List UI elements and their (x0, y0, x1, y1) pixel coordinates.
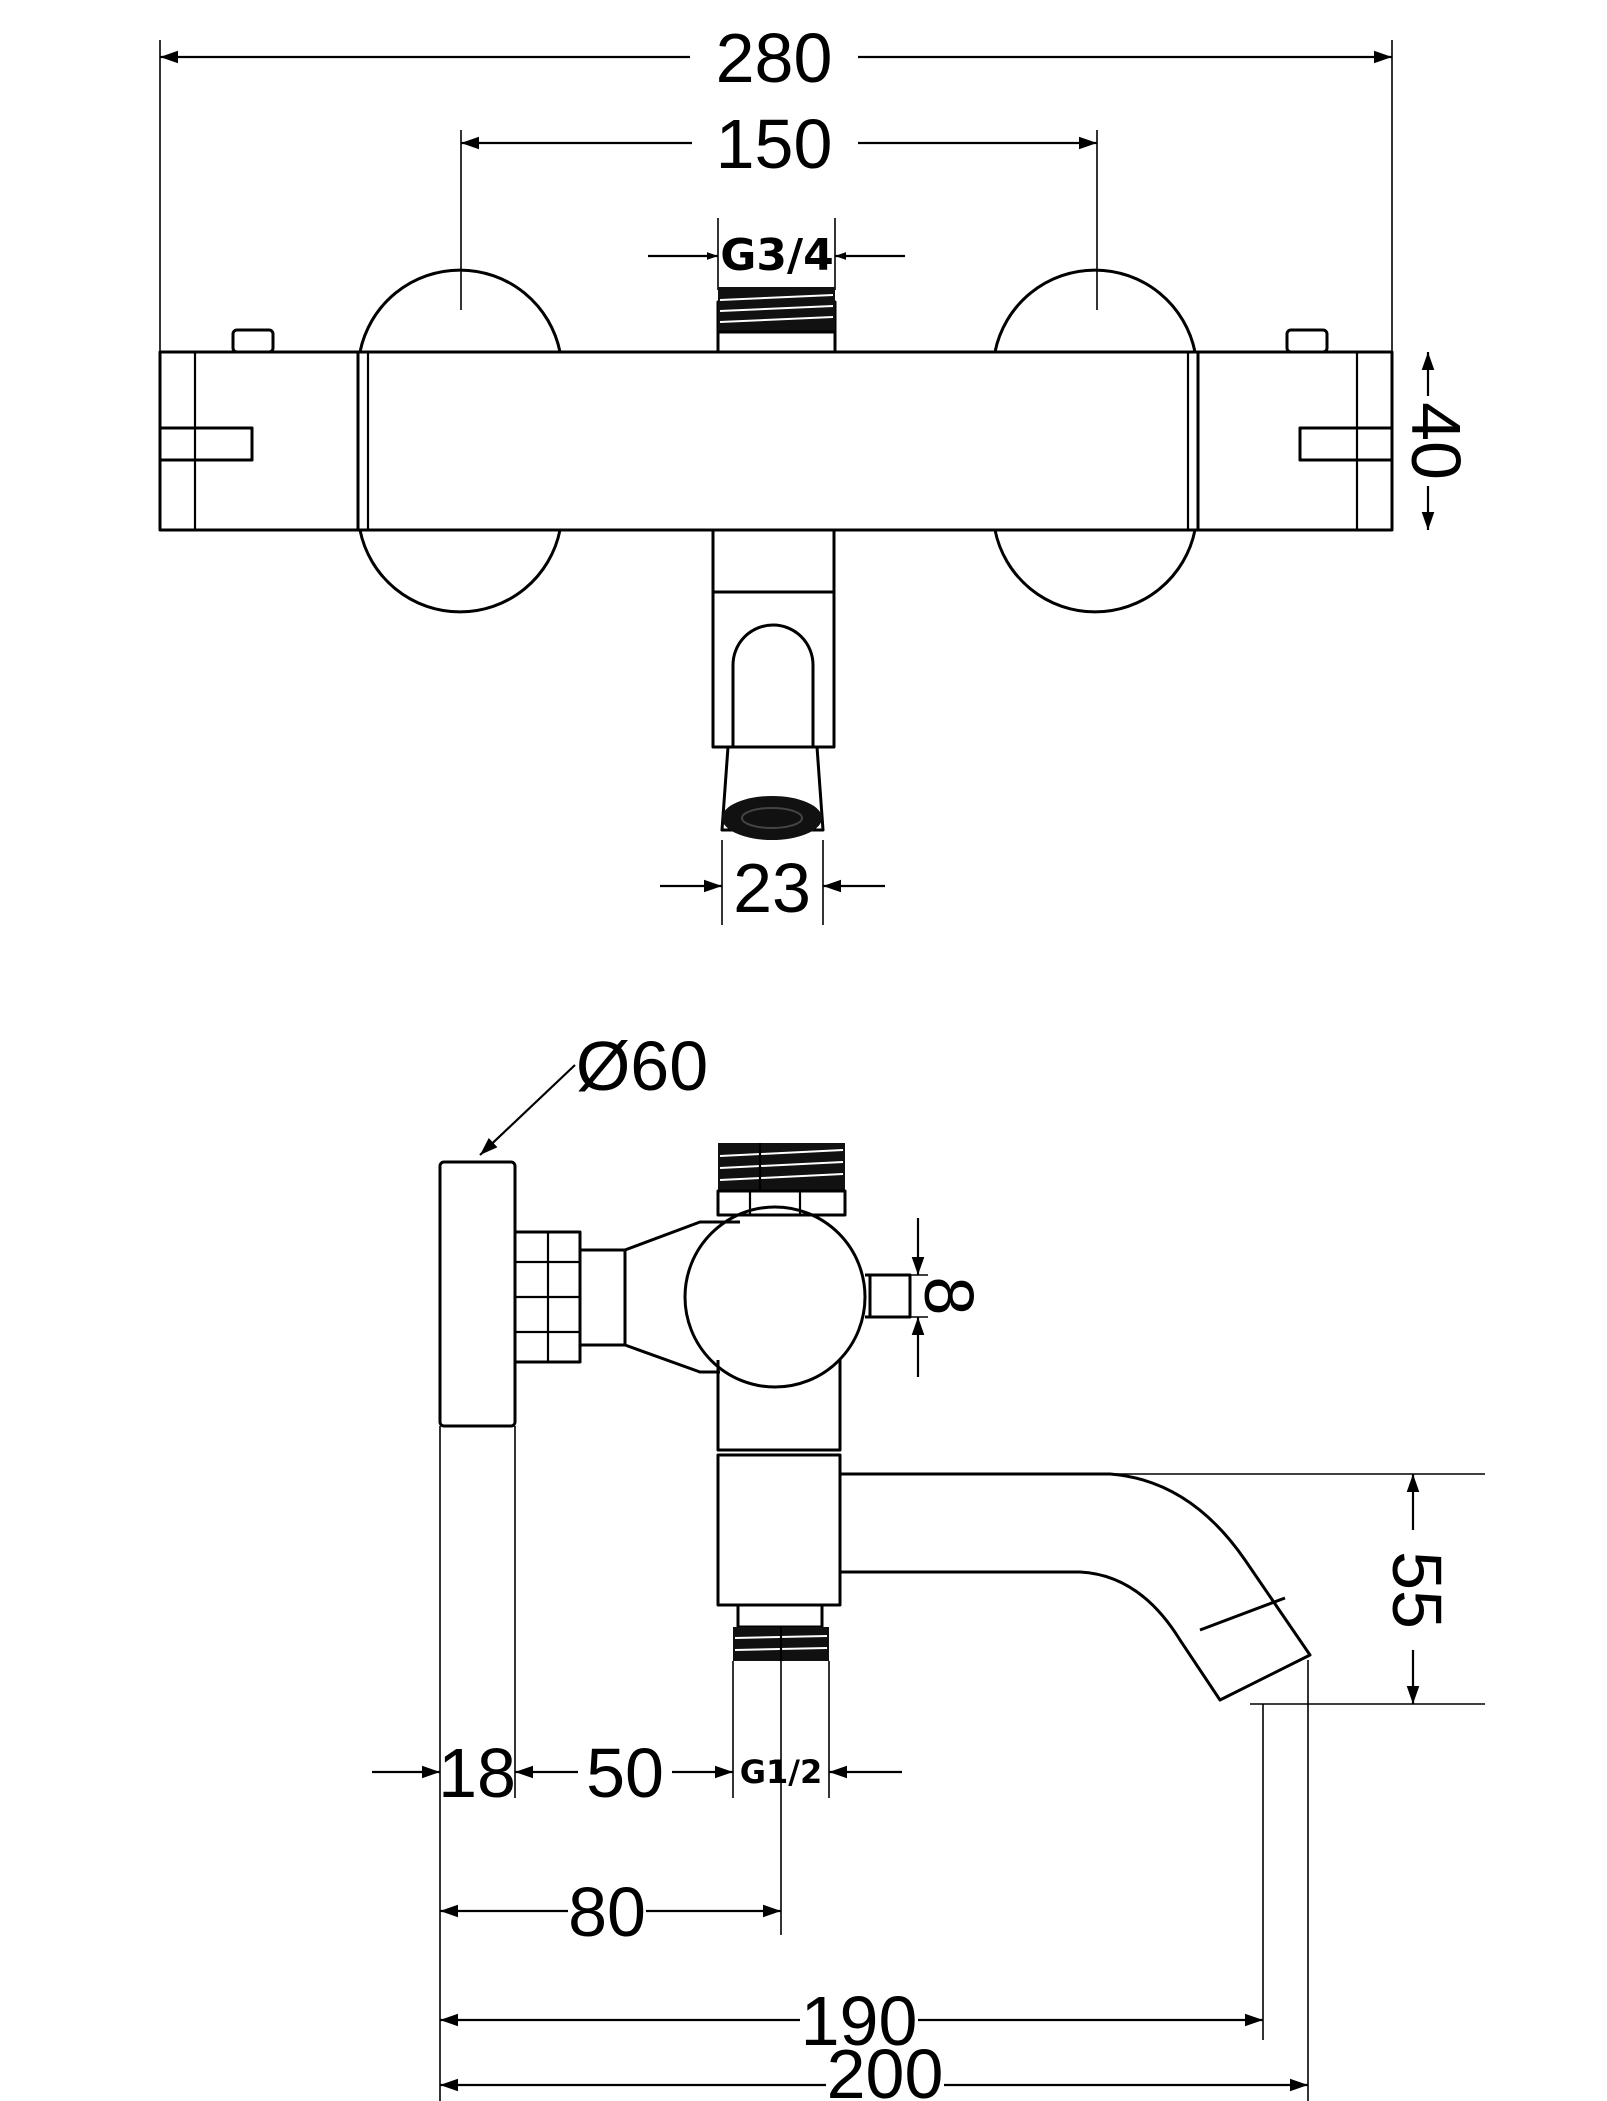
label-40: 40 (1397, 402, 1475, 480)
dim-to-outlet-axis: 80 (440, 1873, 781, 1951)
label-23: 23 (733, 849, 811, 927)
label-g12: G1/2 (740, 1753, 822, 1791)
top-thread (716, 287, 837, 354)
label-280: 280 (716, 19, 833, 97)
right-handle (1196, 350, 1394, 532)
top-thread-side (716, 1143, 847, 1217)
side-view: Ø60 (372, 1027, 1485, 2101)
bath-spout (838, 1472, 1312, 1702)
mixer-body (356, 350, 1200, 532)
label-g34: G3/4 (720, 230, 833, 281)
dim-inlet-thread-top: G3/4 (648, 218, 905, 290)
bottom-thread (733, 1603, 829, 1661)
left-handle (158, 350, 360, 532)
label-55: 55 (1378, 1551, 1456, 1629)
diverter-body (716, 1453, 842, 1607)
label-8: 8 (910, 1277, 988, 1316)
front-view: 280 150 G3/4 (158, 19, 1475, 927)
dim-spout-drop: 55 (1110, 1473, 1485, 1705)
dim-overall-depth: 200 (440, 2035, 1308, 2101)
label-50: 50 (586, 1734, 664, 1812)
dim-overall-width: 280 (160, 19, 1392, 97)
wall-rosette (438, 1160, 517, 1428)
control-knob (683, 1205, 867, 1389)
label-80: 80 (568, 1873, 646, 1951)
dim-spout-outlet: 23 (660, 840, 885, 927)
label-200: 200 (827, 2035, 944, 2101)
dim-to-spout-tip: 190 (440, 1982, 1263, 2060)
spout-stem-front (711, 590, 836, 749)
label-o60: Ø60 (576, 1027, 708, 1105)
dim-valve-spacing: 150 (461, 105, 1097, 183)
label-18: 18 (438, 1734, 516, 1812)
dim-rosette-diameter: Ø60 (479, 1027, 708, 1156)
label-150: 150 (716, 105, 833, 183)
dim-body-height: 40 (1397, 352, 1475, 530)
dim-row-18-50: 18 50 G1/2 (372, 1734, 902, 1812)
dim-knob-offset: 8 (870, 1218, 988, 1377)
label-190: 190 (801, 1982, 918, 2060)
